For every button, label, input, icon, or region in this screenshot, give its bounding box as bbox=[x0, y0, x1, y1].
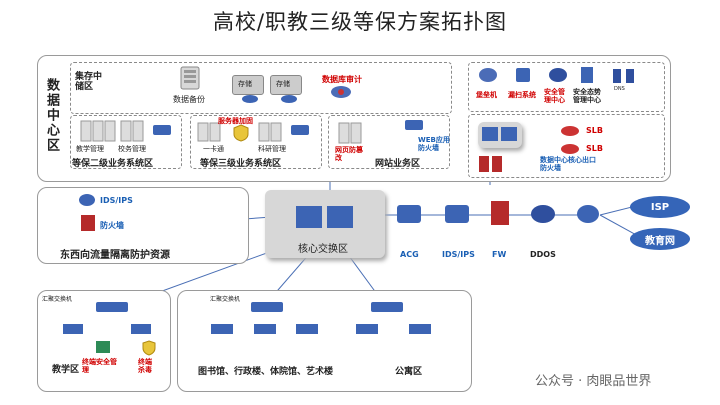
watermark-text: 公众号 · 肉眼品世界 bbox=[535, 374, 652, 389]
teaching-agg-icon bbox=[96, 302, 128, 312]
level3-card-servers-icon bbox=[197, 122, 221, 142]
egress-fw-icon bbox=[491, 201, 509, 225]
core-switch-icon bbox=[296, 206, 353, 228]
terminal-av-label: 终端杀毒 bbox=[138, 358, 152, 374]
slb1-icon bbox=[561, 126, 579, 136]
bastion-icon bbox=[479, 68, 497, 82]
db-audit-icon bbox=[331, 86, 351, 98]
terminal-mgmt-icon bbox=[96, 341, 110, 353]
library-zone bbox=[177, 290, 472, 392]
web-tamper-label: 网页防篡改 bbox=[335, 146, 363, 162]
level2-teaching-label: 教学管理 bbox=[76, 145, 104, 153]
dorm-agg-icon bbox=[371, 302, 403, 312]
acg-label: ACG bbox=[400, 250, 419, 259]
library-access-switches-icon bbox=[211, 324, 318, 334]
terminal-av-icon bbox=[142, 340, 156, 356]
level2-zone-box bbox=[70, 115, 182, 169]
egress-ids-icon bbox=[445, 205, 469, 223]
web-zone-box bbox=[328, 115, 450, 169]
posture-icon bbox=[581, 67, 593, 83]
ew-ids-label: IDS/IPS bbox=[100, 196, 133, 205]
ew-fw-icon bbox=[81, 215, 95, 231]
level3-zone-label: 等保三级业务系统区 bbox=[200, 159, 282, 169]
level3-research-servers-icon bbox=[258, 122, 282, 142]
storage-1-label: 存储 bbox=[238, 80, 252, 88]
level3-hardening-icon bbox=[233, 124, 249, 142]
teaching-zone-label: 教学区 bbox=[52, 365, 80, 375]
dc-exit-fw-icon bbox=[479, 156, 502, 172]
storage-2-label: 存储 bbox=[276, 80, 290, 88]
dc-exit-switch-icon bbox=[482, 127, 517, 141]
dns-label: DNS bbox=[614, 86, 625, 92]
east-west-zone bbox=[37, 187, 249, 264]
web-zone-label: 网站业务区 bbox=[375, 159, 421, 169]
level3-card-label: 一卡通 bbox=[203, 145, 224, 153]
core-zone-label: 核心交换区 bbox=[298, 244, 348, 255]
ew-fw-label: 防火墙 bbox=[100, 221, 124, 230]
web-waf-label: WEB应用防火墙 bbox=[418, 136, 450, 152]
library-agg-label: 汇聚交换机 bbox=[210, 296, 241, 303]
level2-switch-icon bbox=[153, 125, 171, 135]
ew-ids-icon bbox=[79, 194, 95, 206]
level3-zone-box bbox=[190, 115, 322, 169]
ddos-icon bbox=[531, 205, 555, 223]
storage-zone-label: 集存中储区 bbox=[75, 72, 103, 92]
storage-switch-1-icon bbox=[242, 95, 258, 103]
ddos-label: DDOS bbox=[530, 250, 556, 259]
terminal-mgmt-label: 终端安全管理 bbox=[82, 358, 117, 374]
dorm-zone-label: 公寓区 bbox=[395, 367, 423, 377]
teaching-sw2-icon bbox=[131, 324, 151, 334]
web-servers-icon bbox=[338, 122, 362, 144]
storage-switch-2-icon bbox=[281, 95, 297, 103]
core-zone-box bbox=[265, 190, 385, 258]
library-agg-icon bbox=[251, 302, 283, 312]
slb1-label: SLB bbox=[586, 126, 603, 135]
level2-zone-label: 等保二级业务系统区 bbox=[72, 159, 154, 169]
slb2-label: SLB bbox=[586, 144, 603, 153]
storage-zone-box bbox=[70, 62, 452, 114]
level2-school-label: 校务管理 bbox=[118, 145, 146, 153]
storage-2-icon bbox=[270, 75, 302, 95]
isp-cloud: ISP bbox=[630, 196, 690, 218]
level3-research-label: 科研管理 bbox=[258, 145, 286, 153]
level3-switch-icon bbox=[291, 125, 309, 135]
sec-mgmt-icon bbox=[549, 68, 567, 82]
dorm-access-switches-icon bbox=[356, 324, 431, 334]
backup-label: 数据备份 bbox=[173, 95, 205, 104]
dc-exit-box bbox=[468, 114, 665, 178]
scan-icon bbox=[516, 68, 530, 82]
teaching-sw1-icon bbox=[63, 324, 83, 334]
security-mgmt-box bbox=[468, 62, 665, 112]
acg-icon bbox=[397, 205, 421, 223]
page-title: 高校/职教三级等保方案拓扑图 bbox=[212, 10, 508, 34]
east-west-label: 东西向流量隔离防护资源 bbox=[60, 250, 170, 261]
backup-server-icon bbox=[180, 66, 200, 90]
posture-label: 安全态势管理中心 bbox=[573, 88, 601, 104]
teaching-agg-label: 汇聚交换机 bbox=[42, 296, 73, 303]
library-zone-label: 图书馆、行政楼、体院馆、艺术楼 bbox=[198, 367, 334, 377]
level2-servers-2-icon bbox=[120, 120, 144, 142]
db-audit-label: 数据库审计 bbox=[322, 75, 362, 84]
level2-servers-icon bbox=[80, 120, 116, 142]
bastion-label: 堡垒机 bbox=[476, 91, 497, 99]
level3-hardening-label: 服务器加固 bbox=[218, 117, 253, 125]
storage-1-icon bbox=[232, 75, 264, 95]
egress-ids-label: IDS/IPS bbox=[442, 250, 475, 259]
data-center-label: 数据中心区 bbox=[44, 78, 59, 153]
slb2-icon bbox=[561, 144, 579, 154]
dc-exit-fw-label: 数据中心核心出口防火墙 bbox=[540, 156, 596, 172]
scan-label: 漏扫系统 bbox=[508, 91, 536, 99]
edu-cloud: 教育网 bbox=[630, 228, 690, 250]
sec-mgmt-label: 安全管理中心 bbox=[544, 88, 565, 104]
web-switch-icon bbox=[405, 120, 423, 130]
dns-icon bbox=[613, 69, 634, 83]
router-icon bbox=[577, 205, 599, 223]
egress-fw-label: FW bbox=[492, 250, 507, 259]
